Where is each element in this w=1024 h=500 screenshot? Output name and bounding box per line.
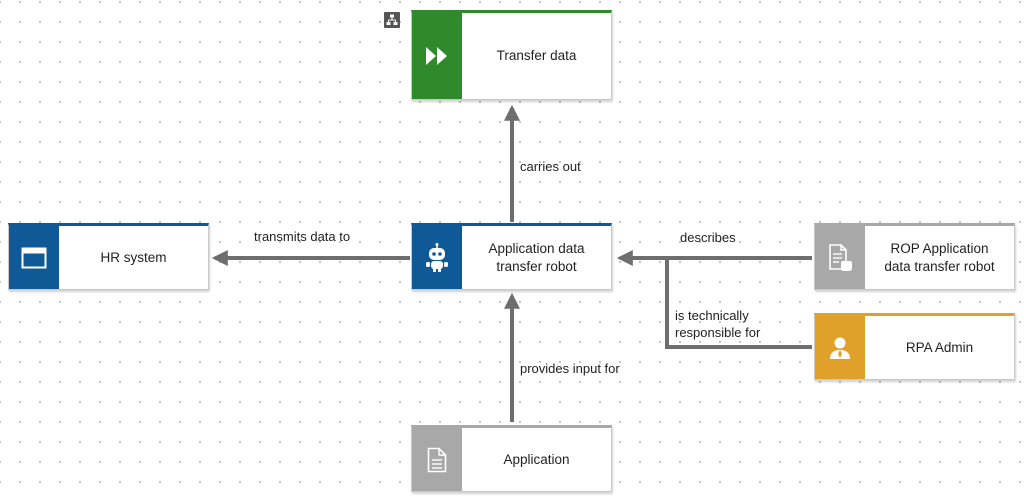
edge-label-line1: is technically [675, 308, 749, 323]
node-label-line2: data transfer robot [884, 258, 995, 274]
edge-label-line2: responsible for [675, 325, 761, 340]
node-label: RPA Admin [905, 339, 974, 355]
document-icon [412, 428, 462, 491]
node-label: HR system [100, 249, 167, 265]
edge-label-technically-responsible: is technically responsible for [675, 307, 760, 341]
edge-label-provides-input-for: provides input for [520, 361, 620, 376]
node-rpa-admin[interactable]: RPA Admin [814, 313, 1015, 380]
node-label: Transfer data [496, 48, 577, 63]
node-label: Application data transfer robot [462, 226, 611, 289]
edge-label-carries-out: carries out [520, 159, 581, 174]
fast-forward-icon [412, 13, 462, 99]
robot-icon [412, 226, 462, 289]
person-icon [815, 316, 865, 379]
document-hand-icon [815, 226, 865, 289]
node-hr-system[interactable]: HR system [8, 223, 209, 290]
node-transfer-data[interactable]: Transfer data [411, 10, 612, 100]
node-label-line1: ROP Application [890, 240, 989, 256]
edge-label-transmits-data-to: transmits data to [254, 229, 351, 244]
hierarchy-icon[interactable] [384, 12, 400, 28]
edge-label-describes: describes [680, 230, 736, 245]
node-rop-application-document[interactable]: ROP Application data transfer robot [814, 223, 1015, 290]
node-application-document[interactable]: Application [411, 425, 612, 492]
node-label-line2: transfer robot [496, 258, 577, 274]
node-label-line1: Application data [488, 240, 585, 256]
node-application-data-transfer-robot[interactable]: Application data transfer robot [411, 223, 612, 290]
application-window-icon [9, 226, 59, 289]
node-label: ROP Application data transfer robot [865, 226, 1014, 289]
node-label: Application [503, 451, 570, 467]
